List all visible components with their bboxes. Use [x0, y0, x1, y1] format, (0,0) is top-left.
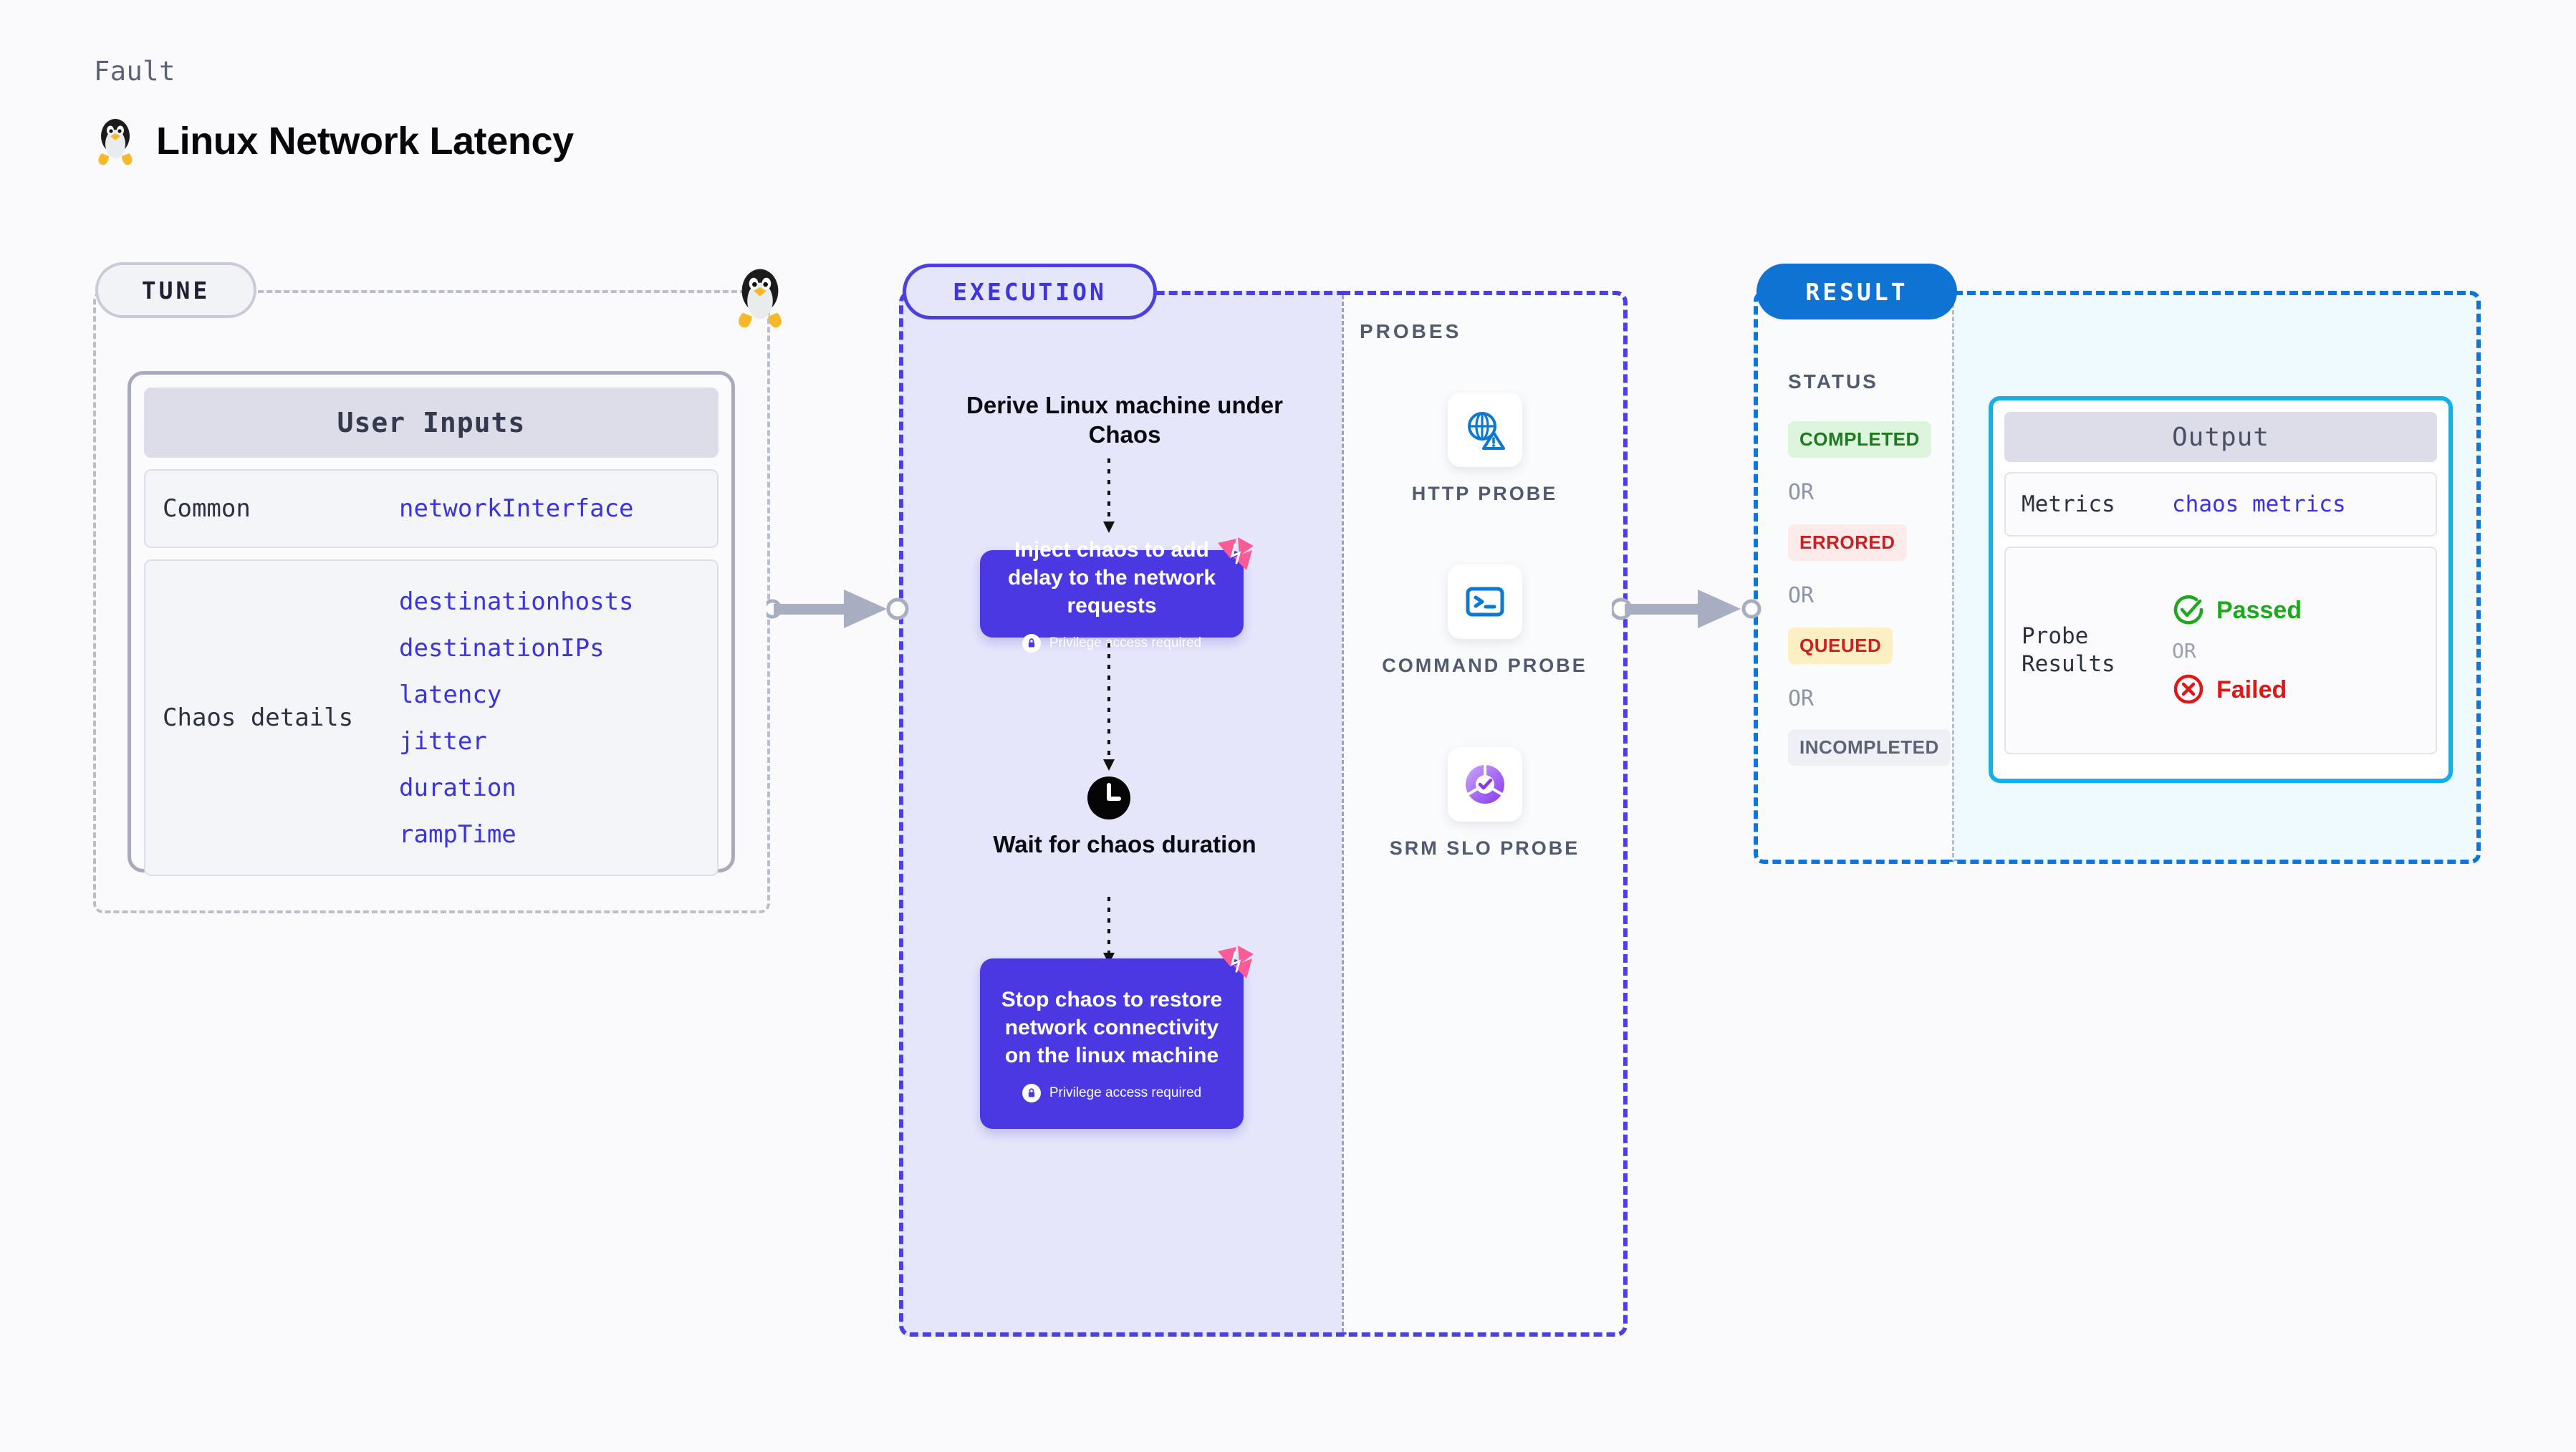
- user-inputs-title: User Inputs: [144, 388, 719, 458]
- slo-donut-check-icon: [1447, 747, 1522, 822]
- connector-probes-to-result: [1610, 577, 1762, 641]
- execution-step-wait-title: Wait for chaos duration: [993, 831, 1256, 857]
- page-eyebrow: Fault: [94, 56, 176, 87]
- output-card-title: Output: [2004, 412, 2437, 462]
- output-row-label: Probe Results: [2022, 623, 2115, 677]
- execution-node-stop-chaos[interactable]: Stop chaos to restore network connectivi…: [980, 946, 1254, 1129]
- status-badge-completed: COMPLETED: [1788, 421, 1931, 458]
- result-stage-pill[interactable]: RESULT: [1756, 264, 1957, 319]
- flow-arrow-2-icon: [1096, 643, 1122, 777]
- globe-warning-icon: [1447, 393, 1522, 467]
- status-or-1: OR: [1788, 480, 1815, 505]
- probe-label: HTTP PROBE: [1411, 483, 1558, 504]
- input-value: duration: [399, 773, 516, 802]
- privilege-note-text: Privilege access required: [1049, 635, 1202, 650]
- output-row-metrics: Metrics chaos metrics: [2004, 472, 2437, 537]
- chaos-badge-icon: [1215, 534, 1256, 576]
- user-inputs-card: User Inputs Common networkInterface Chao…: [128, 371, 735, 876]
- terminal-icon: [1447, 564, 1522, 639]
- lock-icon: [1022, 633, 1041, 653]
- tune-stage-pill[interactable]: TUNE: [95, 262, 256, 318]
- input-group-values: destinationhosts destinationIPs latency …: [399, 587, 634, 849]
- execution-node-inject-chaos[interactable]: Inject chaos to add delay to the network…: [980, 537, 1254, 653]
- probe-label: COMMAND PROBE: [1382, 655, 1587, 676]
- execution-step-derive-title: Derive Linux machine under Chaos: [966, 392, 1283, 448]
- output-row-probe-results: Probe Results Passed OR: [2004, 547, 2437, 754]
- status-or-2: OR: [1788, 583, 1815, 608]
- input-value: destinationIPs: [399, 633, 605, 663]
- input-value: networkInterface: [399, 494, 634, 523]
- status-badge-errored: ERRORED: [1788, 524, 1907, 561]
- probe-item-command[interactable]: COMMAND PROBE: [1342, 564, 1628, 678]
- x-circle-icon: [2172, 673, 2205, 708]
- page-title: Linux Network Latency: [156, 120, 574, 163]
- privilege-note: Privilege access required: [1022, 633, 1202, 653]
- probes-section-label: PROBES: [1360, 320, 1462, 342]
- input-value: rampTime: [399, 819, 516, 849]
- tux-penguin-corner-icon: [731, 264, 789, 331]
- probe-result-passed-text: Passed: [2216, 597, 2302, 624]
- input-value: jitter: [399, 726, 487, 756]
- probe-result-failed: Failed: [2172, 673, 2302, 708]
- input-group-common: Common networkInterface: [144, 469, 719, 548]
- check-circle-icon: [2172, 593, 2205, 629]
- execution-stage-pill[interactable]: EXECUTION: [903, 264, 1157, 319]
- probe-result-or: OR: [2172, 638, 2196, 663]
- execution-node-text: Stop chaos to restore network connectivi…: [1001, 987, 1223, 1067]
- probe-result-failed-text: Failed: [2216, 676, 2287, 703]
- output-row-value: chaos metrics: [2172, 491, 2346, 517]
- input-group-label: Common: [163, 494, 251, 523]
- execution-region: [899, 291, 1343, 1337]
- probe-result-values: Passed OR Failed: [2172, 593, 2302, 708]
- connector-tune-to-execution: [762, 577, 910, 641]
- output-row-label: Metrics: [2022, 491, 2115, 517]
- probe-item-srm-slo[interactable]: SRM SLO PROBE: [1342, 747, 1628, 861]
- privilege-note-text: Privilege access required: [1049, 1085, 1202, 1100]
- input-group-label: Chaos details: [163, 703, 354, 732]
- status-badge-incompleted: INCOMPLETED: [1788, 729, 1951, 766]
- probe-label: SRM SLO PROBE: [1389, 837, 1580, 859]
- page-title-row: Linux Network Latency: [93, 115, 574, 168]
- input-group-values: networkInterface: [399, 494, 634, 523]
- probe-result-passed: Passed: [2172, 593, 2302, 629]
- result-status-column: [1754, 291, 1954, 864]
- flow-arrow-1-icon: [1096, 458, 1122, 539]
- chaos-badge-icon: [1215, 943, 1256, 984]
- probe-item-http[interactable]: HTTP PROBE: [1342, 393, 1628, 506]
- probes-divider: [1342, 295, 1344, 1332]
- tux-penguin-icon: [93, 115, 138, 168]
- input-value: destinationhosts: [399, 587, 634, 616]
- execution-node-text: Inject chaos to add delay to the network…: [1007, 537, 1216, 617]
- input-value: latency: [399, 680, 502, 709]
- status-section-label: STATUS: [1788, 370, 1878, 393]
- privilege-note: Privilege access required: [1022, 1083, 1202, 1102]
- status-or-3: OR: [1788, 686, 1815, 711]
- output-card: Output Metrics chaos metrics Probe Resul…: [1989, 396, 2453, 783]
- status-badge-queued: QUEUED: [1788, 628, 1893, 664]
- clock-icon: [1085, 774, 1133, 826]
- lock-icon: [1022, 1083, 1041, 1102]
- input-group-chaos-details: Chaos details destinationhosts destinati…: [144, 559, 719, 876]
